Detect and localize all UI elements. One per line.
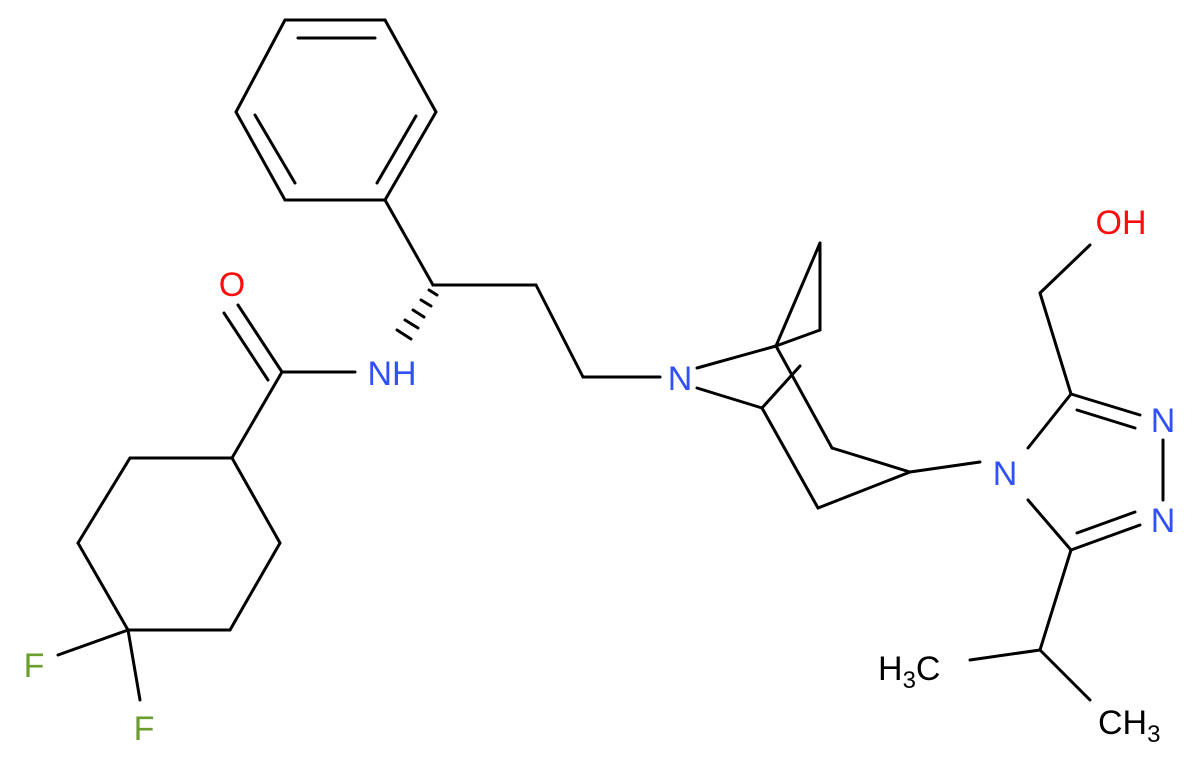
fluorine-label-2: F bbox=[134, 710, 155, 748]
c-f-bond-2 bbox=[126, 628, 142, 702]
fluorine-label-1: F bbox=[24, 647, 45, 685]
bicycle-triazole-bond bbox=[908, 460, 982, 474]
amine-n-label: N bbox=[668, 360, 693, 398]
c-f-bond-1 bbox=[56, 628, 130, 657]
hashed-wedge bbox=[395, 288, 439, 341]
amide-nh-label: NH bbox=[367, 355, 416, 393]
hydroxyl-label: OH bbox=[1096, 204, 1147, 242]
phenyl-ring bbox=[234, 18, 438, 202]
triazole-n-upper-label: N bbox=[1151, 402, 1176, 440]
phenyl-chiral-bond bbox=[383, 198, 435, 287]
carbonyl-bond-b bbox=[222, 311, 270, 382]
triazole-ring bbox=[1026, 392, 1165, 552]
cyclohexane-ring bbox=[76, 456, 282, 632]
atom-labels: O NH N OH N N N F F H3C CH3 bbox=[24, 204, 1176, 748]
bicyclic-ring bbox=[695, 241, 912, 510]
methyl-right-label: CH3 bbox=[1098, 704, 1160, 748]
methyl-left-label: H3C bbox=[878, 650, 940, 694]
carbonyl-oxygen-label: O bbox=[219, 266, 245, 304]
triazole-n4-label: N bbox=[993, 455, 1018, 493]
triazole-n-lower-label: N bbox=[1151, 502, 1176, 540]
bonds bbox=[56, 18, 1165, 702]
carbonyl-bond-a bbox=[236, 303, 284, 374]
